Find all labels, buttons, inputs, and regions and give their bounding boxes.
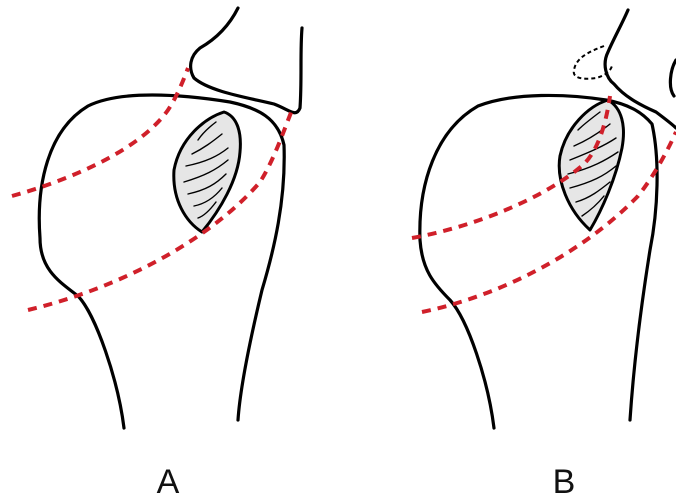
humerus-drawing-b	[338, 0, 676, 460]
cut-line-lower	[422, 132, 676, 312]
panel-label-a: A	[138, 462, 198, 502]
acromion-outline	[191, 8, 302, 113]
humerus-drawing-a	[0, 0, 338, 460]
panel-label-b: B	[534, 462, 594, 502]
humeral-head-outline	[39, 95, 284, 428]
glenoid-rim	[670, 60, 676, 96]
cut-line-upper	[12, 68, 188, 196]
panel-b: B	[338, 0, 676, 504]
cut-line-lower	[28, 110, 292, 310]
panel-a: A	[0, 0, 338, 504]
